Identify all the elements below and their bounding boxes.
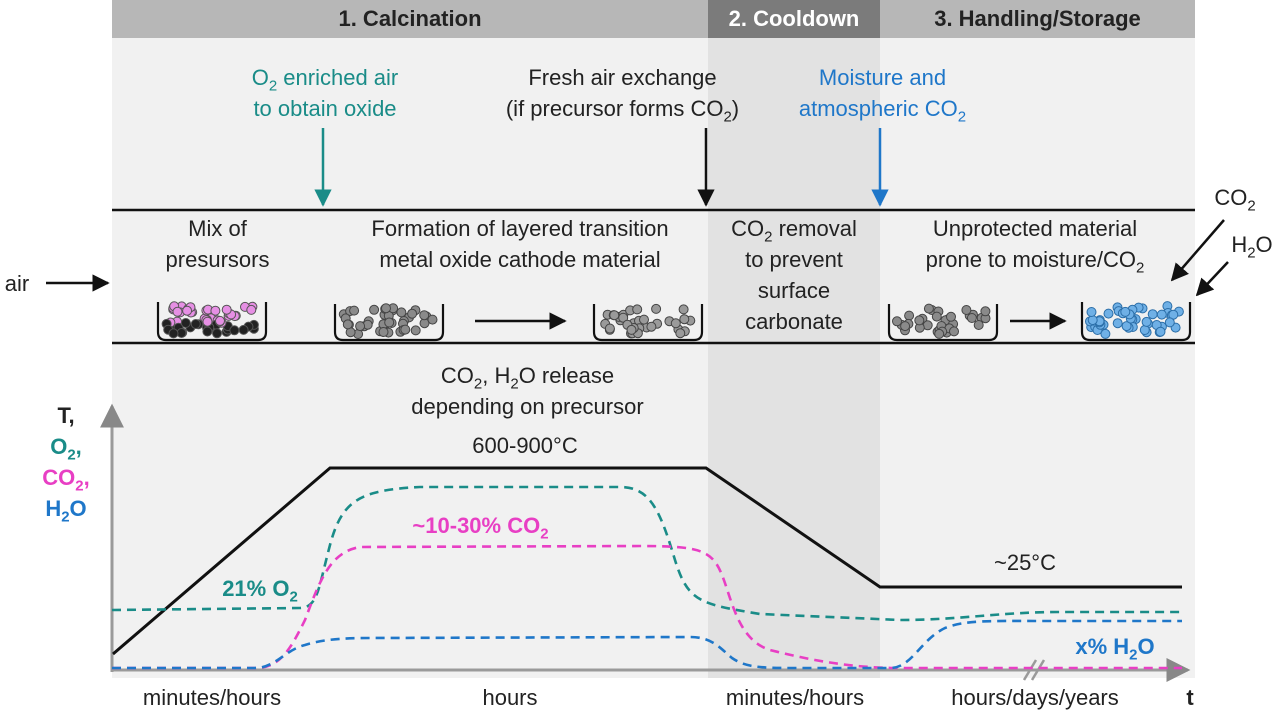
h2o-level-label: x% H2O [1075,634,1155,664]
crucible-stored [887,303,999,342]
temp-low-label: ~25°C [993,550,1056,575]
storage-panel [880,38,1195,678]
x-axis-seg3: minutes/hours [725,685,865,710]
calcination-panel [112,38,708,678]
co2-in-arrow [1170,219,1225,282]
header-cooldown-bg [708,0,880,38]
cooldown-panel [708,38,880,678]
o2-curve [111,485,1182,622]
x-axis-seg2: hours [482,685,538,710]
crucible-precursors [156,301,268,342]
x-axis-seg1: minutes/hours [142,685,282,710]
co2-in-label: CO2 [1214,185,1256,215]
co2-level-label: ~10-30% CO2 [412,513,549,543]
co2-curve [112,544,1182,670]
temperature-curve [112,466,1182,656]
axis-break-2 [1030,659,1046,681]
temp-high-label: 600-900°C [472,433,578,458]
moisture-label: Moisture and atmospheric CO2 [798,65,967,126]
release-note: CO2, H2O release depending on precursor [411,363,644,419]
h2o-curve [112,619,1182,670]
h2o-in-arrow [1195,261,1229,297]
air-label: air [4,271,30,296]
crucible-forming [333,303,445,342]
co2-removal-label: CO2 removal to prevent surface carbonate [731,216,857,334]
axis-break-1 [1022,659,1038,681]
x-axis-end-label: t [1186,685,1194,710]
h2o-in-label: H2O [1231,232,1273,262]
x-axis-seg4: hours/days/years [951,685,1119,710]
header-storage: 3. Handling/Storage [934,6,1141,31]
unprotected-label: Unprotected material prone to moisture/C… [925,216,1145,277]
header-calcination-bg [112,0,708,38]
o2-enriched-label: O2 enriched air to obtain oxide [251,65,399,121]
crucible-degraded [1080,301,1192,342]
crucible-formed [592,303,704,342]
o2-level-label: 21% O2 [222,576,298,606]
header-calcination: 1. Calcination [338,6,482,31]
y-axis-label: T, O2, CO2, H2O [42,403,90,526]
fresh-air-label: Fresh air exchange (if precursor forms C… [505,65,740,126]
header-storage-bg [880,0,1195,38]
header-cooldown: 2. Cooldown [728,6,860,31]
